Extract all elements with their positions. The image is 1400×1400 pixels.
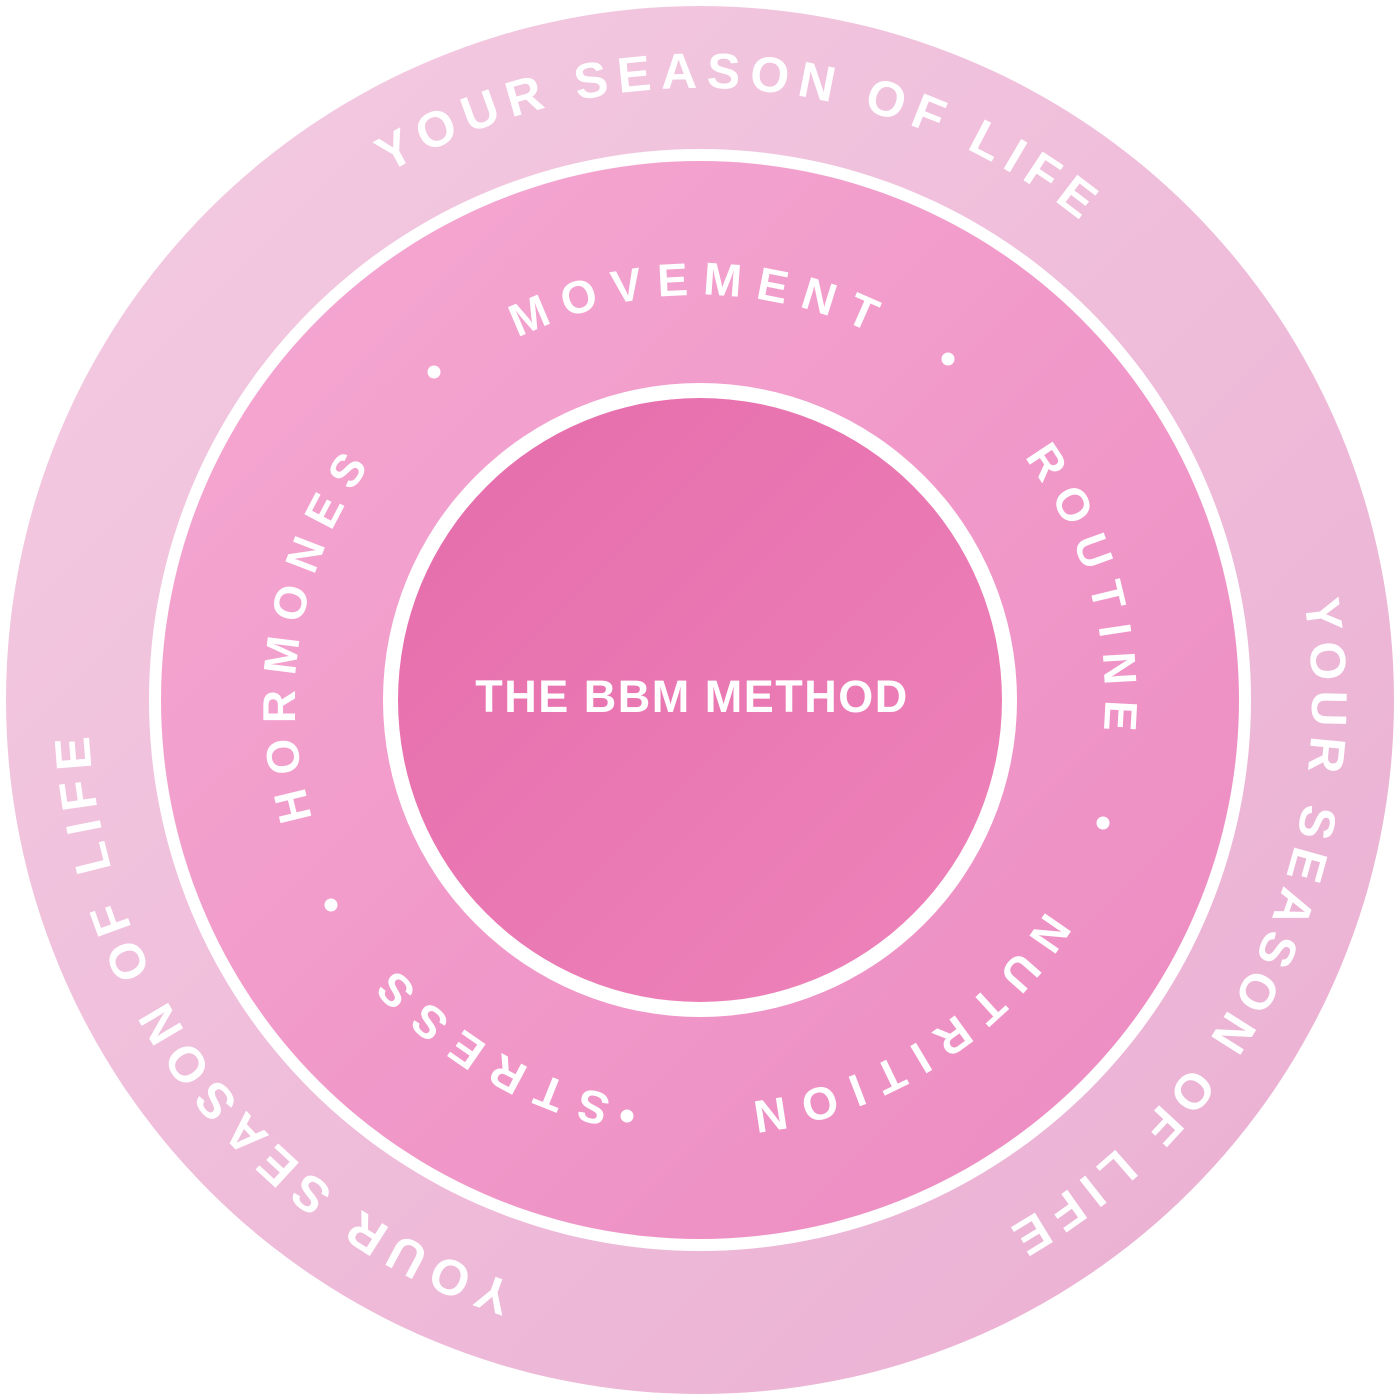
separator-dot bbox=[1096, 816, 1110, 830]
separator-dot bbox=[324, 898, 338, 912]
separator-dot bbox=[620, 1109, 634, 1123]
separator-dot bbox=[427, 365, 441, 379]
center-title: THE BBM METHOD bbox=[475, 671, 908, 722]
separator-dot bbox=[941, 352, 955, 366]
inner-circle bbox=[398, 398, 1002, 1002]
